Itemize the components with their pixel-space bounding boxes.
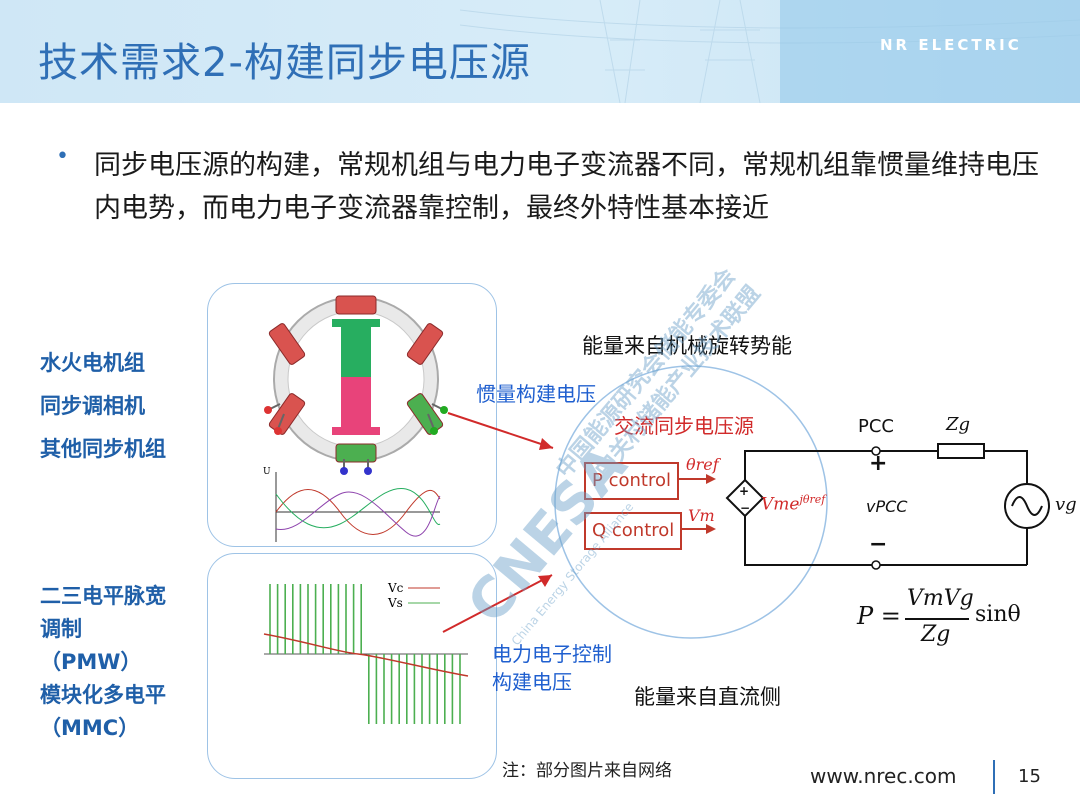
label-hydro-thermal: 水火电机组	[40, 351, 145, 375]
ac-source-label: 交流同步电压源	[614, 414, 754, 438]
p-control-box: P control	[584, 462, 679, 500]
pcc-node-bottom	[871, 560, 881, 570]
theta-ref-label: θref	[686, 455, 719, 474]
converter-labels: 二三电平脉宽 调制 （PMW） 模块化多电平 （MMC）	[40, 580, 166, 745]
footnote: 注：部分图片来自网络	[502, 761, 672, 781]
pwm-panel: Vc Vs	[207, 553, 497, 779]
ac-source-circle	[554, 365, 828, 639]
wave-axis-u: U	[263, 467, 271, 477]
page-title: 技术需求2-构建同步电压源	[38, 40, 531, 86]
energy-dc-label: 能量来自直流侧	[634, 685, 781, 709]
label-pwm-1: 二三电平脉宽	[40, 584, 166, 608]
website-url[interactable]: www.nrec.com	[810, 764, 957, 788]
source-expr-exp: jθref	[799, 493, 826, 506]
pcc-node-top	[871, 446, 881, 456]
pwm-waveform: Vc Vs	[263, 581, 469, 724]
vg-label: vg	[1055, 494, 1077, 515]
arrow-inertia	[447, 412, 554, 449]
pe-control-label-1: 电力电子控制	[492, 642, 612, 666]
svg-text:−: −	[740, 501, 750, 515]
header-banner: 技术需求2-构建同步电压源 NR ELECTRIC	[0, 0, 1080, 103]
vm-label: Vm	[688, 506, 715, 525]
energy-mech-label: 能量来自机械旋转势能	[582, 334, 792, 358]
label-pwm-2: 调制	[40, 617, 82, 641]
formula-denominator: Zg	[921, 622, 951, 647]
generator-panel: U	[207, 283, 497, 547]
vpcc-label: vPCC	[866, 497, 908, 516]
inertia-label: 惯量构建电压	[476, 382, 596, 406]
formula-lhs: P =	[857, 602, 901, 630]
legend-vc: Vc	[387, 581, 404, 595]
page-number: 15	[1018, 766, 1041, 787]
footer-divider	[993, 760, 995, 794]
label-mmc-2: （MMC）	[40, 716, 140, 740]
bullet-marker: •	[56, 144, 69, 169]
formula-numerator: VmVg	[907, 586, 974, 611]
source-expr-base: Vme	[761, 494, 800, 515]
fraction-bar	[905, 618, 969, 620]
label-mmc-1: 模块化多电平	[40, 683, 166, 707]
legend-vs: Vs	[387, 596, 403, 610]
bullet-text: 同步电压源的构建，常规机组与电力电子变流器不同，常规机组靠惯量维持电压内电势，而…	[94, 150, 1039, 224]
zg-label: Zg	[946, 414, 971, 435]
source-expression: Vmejθref	[761, 493, 825, 515]
plus-sign: +	[869, 451, 888, 476]
formula-rhs: sinθ	[975, 602, 1021, 627]
label-other-sync: 其他同步机组	[40, 437, 166, 461]
label-sync-condenser: 同步调相机	[40, 394, 145, 418]
power-tower-background	[459, 0, 1080, 103]
svg-text:+: +	[739, 484, 749, 498]
company-logo: NR ELECTRIC	[880, 36, 1022, 54]
q-control-box: Q control	[584, 512, 683, 550]
synchronous-machine-labels: 水火电机组 同步调相机 其他同步机组	[40, 342, 166, 471]
circuit-diagram	[725, 443, 1050, 566]
label-pwm-3: （PMW）	[40, 650, 142, 674]
minus-sign: −	[869, 532, 888, 557]
generator-illustration: U	[263, 295, 448, 542]
arrow-pe-control	[442, 574, 553, 633]
pcc-label: PCC	[858, 416, 894, 437]
pe-control-label-2: 构建电压	[492, 670, 572, 694]
